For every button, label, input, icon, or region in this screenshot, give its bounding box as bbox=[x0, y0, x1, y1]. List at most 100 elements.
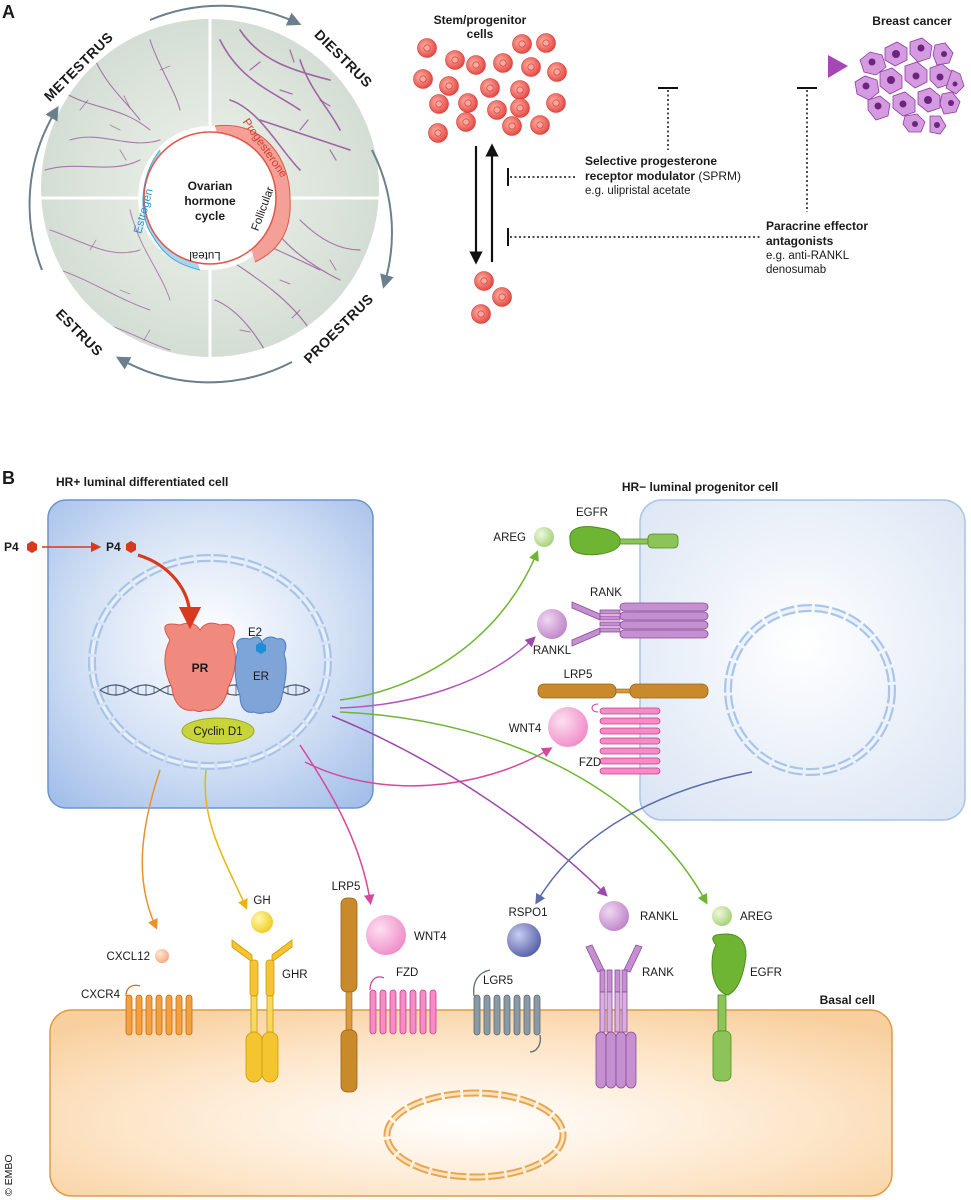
areg-label-progenitor: AREG bbox=[493, 532, 526, 544]
stem-cell bbox=[493, 53, 513, 73]
rspo1-label: RSPO1 bbox=[509, 907, 548, 919]
sprm-title-line1: Selective progesterone bbox=[585, 154, 717, 168]
paracrine-title-line1: Paracrine effector bbox=[766, 219, 868, 233]
hr-neg-title: HR− luminal progenitor cell bbox=[622, 480, 778, 494]
cycle-arrow-right bbox=[371, 149, 394, 289]
cxcl12-ligand bbox=[155, 949, 169, 963]
wheel-outline bbox=[39, 17, 381, 359]
egfr-tail-basal bbox=[712, 1030, 732, 1082]
stem-label-line2: cells bbox=[467, 27, 494, 41]
rank-label-basal: RANK bbox=[642, 967, 674, 979]
cycle-center-line3: cycle bbox=[195, 209, 225, 223]
cancer-nuclei bbox=[862, 44, 958, 128]
stem-cell bbox=[487, 100, 507, 120]
basal-cell-label: Basal cell bbox=[820, 993, 875, 1007]
hr-positive-cell: PR ER E2 Cyclin D1 P4 P4 bbox=[4, 499, 374, 809]
paracrine-example-line2: denosumab bbox=[766, 264, 826, 276]
stem-cell bbox=[512, 34, 532, 54]
arrow-to-rankl-progenitor bbox=[339, 636, 536, 709]
stem-cell bbox=[471, 304, 491, 324]
wnt4-label-progenitor: WNT4 bbox=[509, 723, 542, 735]
cycle-arrow-left bbox=[28, 105, 59, 271]
basal-cell-body bbox=[49, 1009, 893, 1197]
sprm-title-bold: receptor modulator bbox=[585, 169, 695, 183]
e2-hexagon-icon bbox=[256, 642, 266, 654]
stem-cell bbox=[456, 112, 476, 132]
hormone-cycle-ring bbox=[143, 131, 277, 265]
stem-cell bbox=[492, 287, 512, 307]
cancer-cells bbox=[854, 37, 965, 135]
egfr-label-basal: EGFR bbox=[750, 967, 782, 979]
paracrine-arrows bbox=[141, 550, 753, 930]
stem-cell bbox=[466, 55, 486, 75]
lrp5-tail-basal bbox=[340, 1029, 358, 1093]
cycle-arrow-top bbox=[149, 4, 302, 26]
gh-label: GH bbox=[253, 895, 270, 907]
stem-cell bbox=[429, 94, 449, 114]
wnt4-label-basal: WNT4 bbox=[414, 931, 447, 943]
gh-ligand bbox=[251, 911, 273, 933]
fzd-label-progenitor: FZD bbox=[579, 757, 601, 769]
ghr-receptor bbox=[231, 939, 293, 1083]
egfr-stalk-basal bbox=[717, 994, 727, 1032]
breast-cancer-label: Breast cancer bbox=[872, 14, 952, 28]
stem-cell bbox=[417, 38, 437, 58]
stem-cell bbox=[458, 93, 478, 113]
panel-b-letter: B bbox=[2, 468, 15, 488]
panel-a-letter: A bbox=[2, 2, 15, 22]
progenitor-cell-body bbox=[639, 499, 966, 821]
er-label: ER bbox=[253, 671, 269, 683]
stem-cell bbox=[547, 62, 567, 82]
egfr-tail-progenitor bbox=[647, 533, 679, 549]
egfr-receptor-progenitor bbox=[569, 526, 621, 556]
hr-negative-progenitor-cell bbox=[639, 499, 966, 821]
sprm-title-line2: receptor modulator (SPRM) bbox=[585, 169, 741, 183]
progenitor-receptors: AREG EGFR RANKL RANK LRP5 WNT4 bbox=[493, 507, 709, 775]
cxcl12-label: CXCL12 bbox=[107, 951, 150, 963]
arrow-to-areg-progenitor bbox=[339, 550, 539, 701]
paracrine-title-line2: antagonists bbox=[766, 234, 834, 248]
areg-ligand-progenitor bbox=[534, 527, 554, 547]
egfr-receptor-basal bbox=[711, 933, 747, 996]
label-luteal: Luteal bbox=[189, 249, 220, 261]
stem-cell bbox=[536, 33, 556, 53]
stem-cell bbox=[480, 78, 500, 98]
p4-outside-hexagon-icon bbox=[27, 541, 37, 553]
breast-cancer-cluster: Breast cancer bbox=[828, 14, 965, 135]
fzd-label-basal: FZD bbox=[396, 967, 418, 979]
rank-receptor-basal bbox=[585, 944, 643, 1089]
stem-cell bbox=[502, 116, 522, 136]
cyclin-d1-label: Cyclin D1 bbox=[193, 726, 242, 738]
stem-cell bbox=[439, 76, 459, 96]
rank-receptor-progenitor bbox=[571, 601, 709, 647]
lrp5-tail-progenitor bbox=[629, 683, 709, 699]
lrp5-label-basal: LRP5 bbox=[332, 881, 361, 893]
rankl-label-progenitor: RANKL bbox=[533, 645, 572, 657]
rankl-ligand-progenitor bbox=[537, 609, 567, 639]
stem-cell bbox=[521, 57, 541, 77]
arrow-progenitor-to-rspo1 bbox=[535, 771, 753, 905]
lrp5-label-progenitor: LRP5 bbox=[564, 669, 593, 681]
egfr-label-progenitor: EGFR bbox=[576, 507, 608, 519]
arrow-to-cxcl12-basal bbox=[141, 769, 161, 930]
p4-to-pr-arrow bbox=[137, 553, 202, 630]
cancer-arrowhead bbox=[828, 55, 848, 78]
stem-cell bbox=[546, 93, 566, 113]
lgr5-label: LGR5 bbox=[483, 975, 513, 987]
rankl-label-basal: RANKL bbox=[640, 911, 679, 923]
stem-cell bbox=[445, 50, 465, 70]
cycle-center-line1: Ovarian bbox=[188, 179, 233, 193]
fzd-receptor-progenitor bbox=[599, 707, 661, 775]
rank-label-progenitor: RANK bbox=[590, 587, 622, 599]
areg-ligand-basal bbox=[712, 906, 732, 926]
stem-label-line1: Stem/progenitor bbox=[434, 13, 527, 27]
stem-cell bbox=[510, 98, 530, 118]
cxcr4-label: CXCR4 bbox=[81, 989, 121, 1001]
arrow-to-wnt4-basal bbox=[299, 744, 375, 906]
estrous-cycle-wheel: METESTRUS DIESTRUS ESTRUS PROESTRUS Ovar… bbox=[28, 4, 394, 384]
stem-cell bbox=[530, 115, 550, 135]
cycle-center-line2: hormone bbox=[184, 194, 236, 208]
lrp5-receptor-basal bbox=[340, 897, 358, 993]
arrow-to-wnt4-progenitor bbox=[304, 747, 553, 787]
